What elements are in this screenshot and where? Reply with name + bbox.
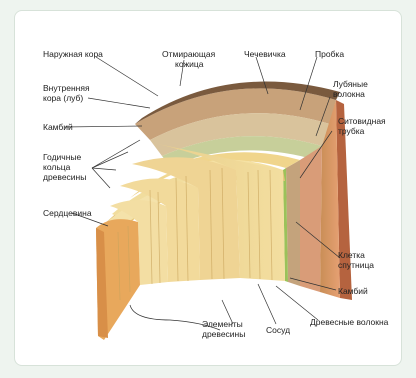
label-cambium-left: Камбий [43,122,73,132]
label-inner-bark-line2: кора (луб) [43,93,83,103]
label-annual-rings-line1: Годичные [43,152,82,162]
label-companion-cell-line2: спутница [338,260,374,270]
label-pith: Сердцевина [43,208,92,218]
label-cambium-right: Камбий [338,286,368,296]
label-wood-fibers: Древесные волокна [310,317,389,327]
label-wood-elements-line1: Элементы [202,319,243,329]
label-sieve-tube-line1: Ситовидная [338,116,386,126]
label-vessel: Сосуд [266,325,290,335]
label-bast-fibers-line2: волокна [333,89,365,99]
label-inner-bark-line1: Внутренняя [43,83,90,93]
label-dying-skin-line2: кожица [175,59,204,69]
label-bast-fibers-line1: Лубяные [333,79,368,89]
wood-front-faces [96,142,285,340]
label-outer-bark: Наружная кора [43,49,103,59]
label-cork: Пробка [315,49,344,59]
label-companion-cell-line1: Клетка [338,250,365,260]
label-annual-rings-line3: древесины [43,172,86,182]
label-sieve-tube-line2: трубка [338,126,365,136]
label-annual-rings-line2: кольца [43,162,71,172]
label-dying-skin-line1: Отмирающая [162,49,216,59]
label-wood-elements-line2: древесины [202,329,245,339]
label-lenticel: Чечевичка [244,49,286,59]
